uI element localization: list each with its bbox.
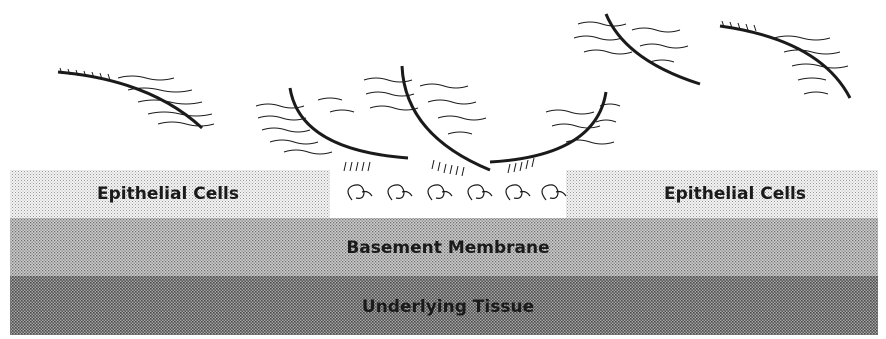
epithelial-cells-label-right: Epithelial Cells	[664, 184, 806, 204]
migrating-cells	[348, 185, 566, 200]
fiber-4	[490, 92, 620, 162]
fiber-1	[58, 68, 214, 128]
underlying-tissue-label: Underlying Tissue	[362, 297, 534, 317]
fiber-5	[574, 14, 700, 84]
epithelial-cells-label-left: Epithelial Cells	[97, 184, 239, 204]
fiber-2	[256, 88, 408, 158]
basement-membrane-label: Basement Membrane	[346, 238, 549, 258]
fiber-6	[720, 21, 850, 98]
